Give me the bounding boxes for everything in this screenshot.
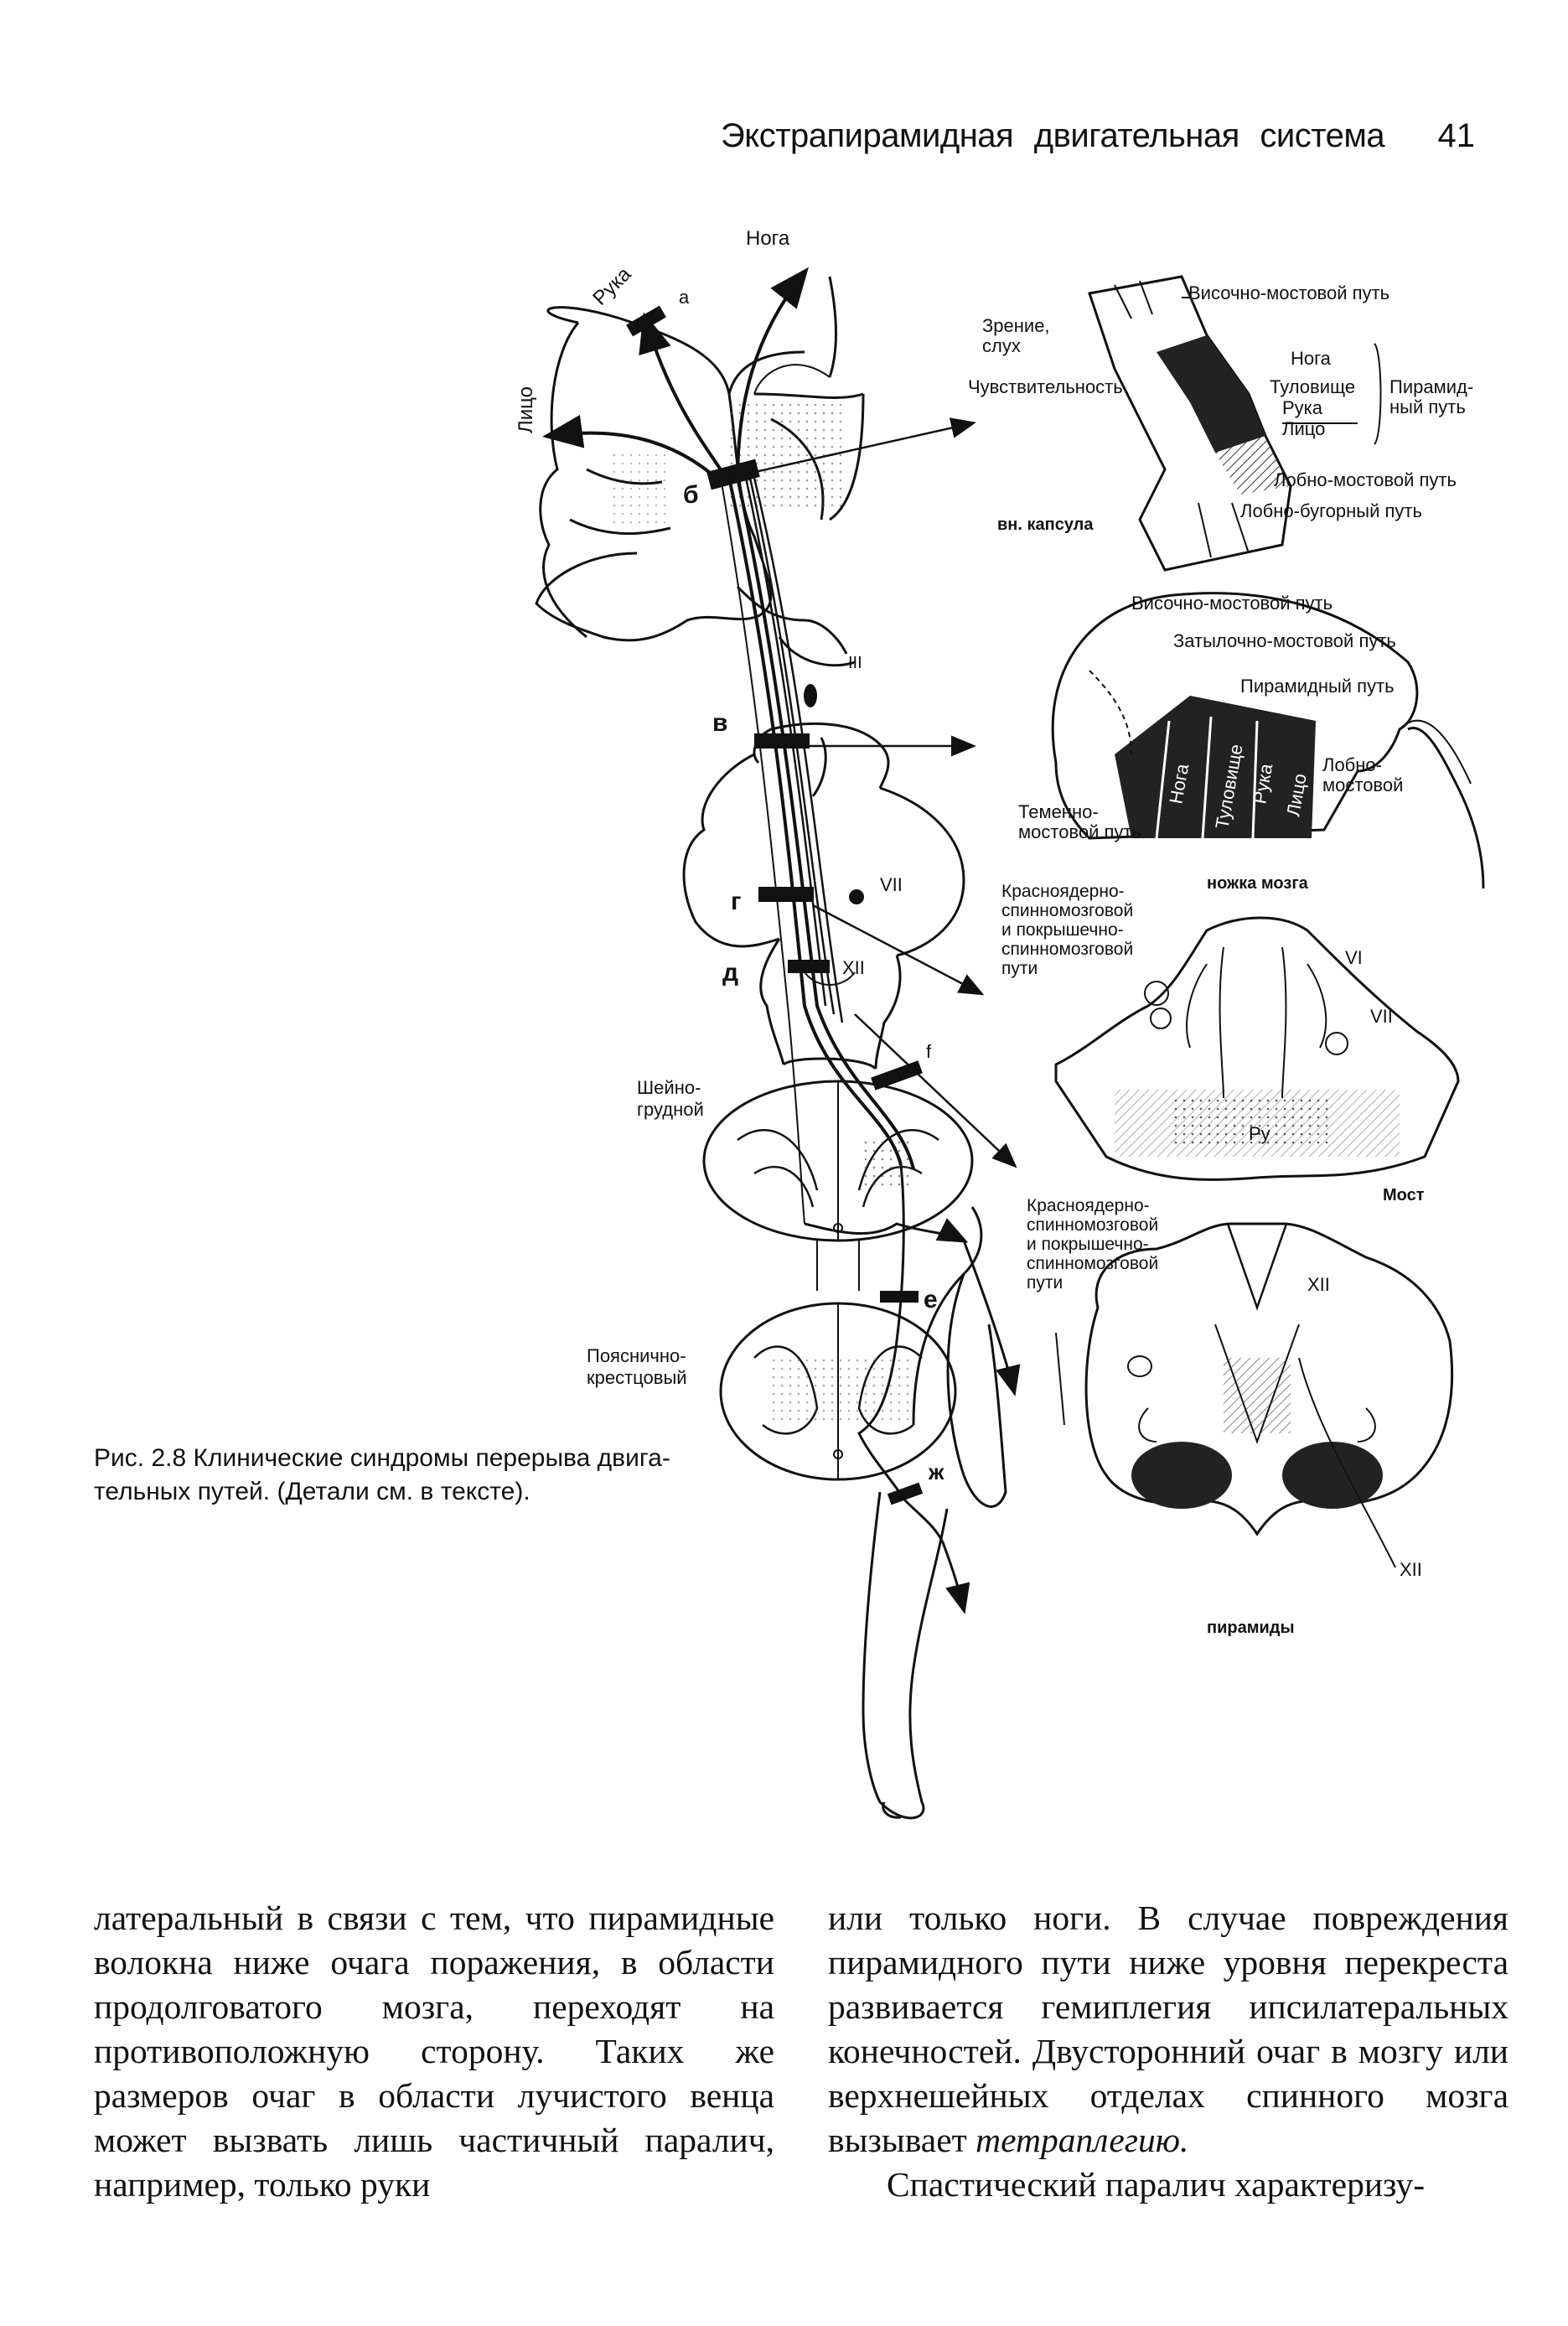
pons-py: Py	[1249, 1123, 1270, 1144]
capsule-trunk: Туловище	[1270, 376, 1355, 397]
peduncle-title: ножка мозга	[1207, 874, 1309, 893]
running-head-title: Экстрапирамидная двигательная система	[721, 117, 1385, 154]
capsule-title: вн. капсула	[997, 515, 1094, 534]
nerve-label-iii: III	[848, 654, 862, 672]
medulla-nerve-xii-bottom: XII	[1400, 1559, 1422, 1580]
lesion-bar-e	[880, 1291, 919, 1303]
capsule-face: Лицо	[1282, 418, 1325, 439]
figure-caption: Рис. 2.8 Клинические синдромы перерыва д…	[94, 1442, 731, 1509]
figure-drawing: Нога Рука Лицо а б в г д f е ж III VII X…	[515, 227, 1485, 1820]
lesion-bar-a	[626, 305, 666, 337]
caption-line-2: тельных путей. (Детали см. в тексте).	[94, 1478, 530, 1505]
lesion-bar-v	[754, 733, 810, 749]
capsule-arm: Рука	[1282, 397, 1323, 418]
label-lumbosacral: Пояснично-крестцовый	[587, 1345, 687, 1388]
lesion-bar-f	[871, 1060, 923, 1090]
capsule-leg: Нога	[1291, 348, 1332, 369]
capsule-vision-hearing: Зрение,слух	[982, 315, 1050, 356]
body-column-left: латеральный в связи с тем, что пирамидны…	[94, 1896, 774, 2207]
body-paragraph-right-1: или только ноги. В случае повреждения пи…	[828, 1896, 1508, 2163]
capsule-frontothalamic: Лобно-бугорный путь	[1240, 500, 1422, 521]
inset-pons	[1054, 916, 1460, 1181]
capsule-sensitivity: Чувствительность	[968, 376, 1123, 397]
capsule-frontopontine: Лобно-мостовой путь	[1274, 469, 1457, 490]
body-silhouette	[862, 1206, 1007, 1820]
nerve-label-vii: VII	[880, 874, 903, 895]
lesion-label-f: f	[926, 1041, 932, 1062]
pons-title: Мост	[1383, 1186, 1425, 1204]
lesion-bar-zh	[887, 1482, 924, 1505]
medulla-title: пирамиды	[1207, 1619, 1295, 1637]
capsule-pyramidal: Пирамид-ный путь	[1389, 376, 1473, 417]
medulla-nerve-xii-top: XII	[1307, 1274, 1330, 1295]
nerve-label-xii: XII	[842, 957, 865, 978]
brainstem	[682, 722, 965, 1070]
inset-leaders	[728, 417, 1017, 1168]
peduncle-frontopontine: Лобно-мостовой	[1322, 754, 1403, 795]
inset-medulla	[1055, 1222, 1454, 1568]
page-number: 41	[1437, 117, 1476, 154]
inset-internal-capsule	[1088, 275, 1382, 572]
spinal-section-cervicothoracic	[702, 1080, 974, 1291]
basal-ganglia-shading	[729, 402, 846, 511]
lesion-label-a: а	[679, 287, 690, 308]
peduncle-pyramidal: Пирамидный путь	[1240, 676, 1395, 697]
lesion-label-v: в	[712, 709, 727, 737]
pons-nerve-vi: VI	[1345, 947, 1363, 968]
body-text-right-1: или только ноги. В случае повреждения пи…	[828, 1899, 1508, 2159]
lesion-label-e: е	[924, 1286, 938, 1313]
term-tetraplegia: тетраплегию.	[975, 2121, 1189, 2159]
inset-cerebral-peduncle	[1051, 592, 1485, 889]
lesion-markers	[626, 305, 924, 1505]
lesion-label-d: д	[722, 959, 738, 987]
lesion-bar-g	[758, 887, 814, 902]
lesion-bar-d	[788, 960, 830, 973]
label-face: Лицо	[515, 386, 537, 433]
nerve-nucleus-iii	[804, 684, 817, 707]
lesion-label-zh: ж	[928, 1459, 944, 1484]
lesion-bar-b	[706, 458, 760, 490]
body-paragraph-right-2: Спастический паралич характеризу-	[887, 2165, 1426, 2204]
peduncle-temporopontine: Височно-мостовой путь	[1131, 593, 1333, 614]
body-paragraph-left: латеральный в связи с тем, что пирамидны…	[94, 1899, 774, 2204]
body-column-right: или только ноги. В случае повреждения пи…	[828, 1896, 1508, 2207]
peduncle-occipitopontine: Затылочно-мостовой путь	[1173, 630, 1396, 651]
pons-nerve-vii: VII	[1370, 1006, 1393, 1027]
nerve-nucleus-vii	[849, 889, 864, 904]
figure-motor-pathways: Нога Рука Лицо а б в г д f е ж III VII X…	[515, 227, 1485, 1820]
lumbosacral-shading	[767, 1358, 909, 1425]
label-arm: Рука	[588, 262, 636, 310]
caption-line-1: Рис. 2.8 Клинические синдромы перерыва д…	[94, 1444, 670, 1472]
capsule-temporopontine: Височно-мостовой путь	[1188, 282, 1389, 303]
lesion-label-g: г	[731, 888, 742, 915]
lesion-label-b: б	[683, 481, 699, 509]
cortex-shading	[612, 453, 670, 528]
label-leg: Нога	[746, 227, 790, 250]
figure-labels: Нога Рука Лицо а б в г д f е ж III VII X…	[515, 227, 1473, 1637]
motor-tracts	[542, 267, 1021, 1614]
label-cervicothoracic: Шейно-грудной	[637, 1077, 704, 1120]
running-head: Экстрапирамидная двигательная система 41	[721, 117, 1475, 168]
peduncle-parietopontine: Теменно-мостовой путь	[1018, 801, 1141, 842]
